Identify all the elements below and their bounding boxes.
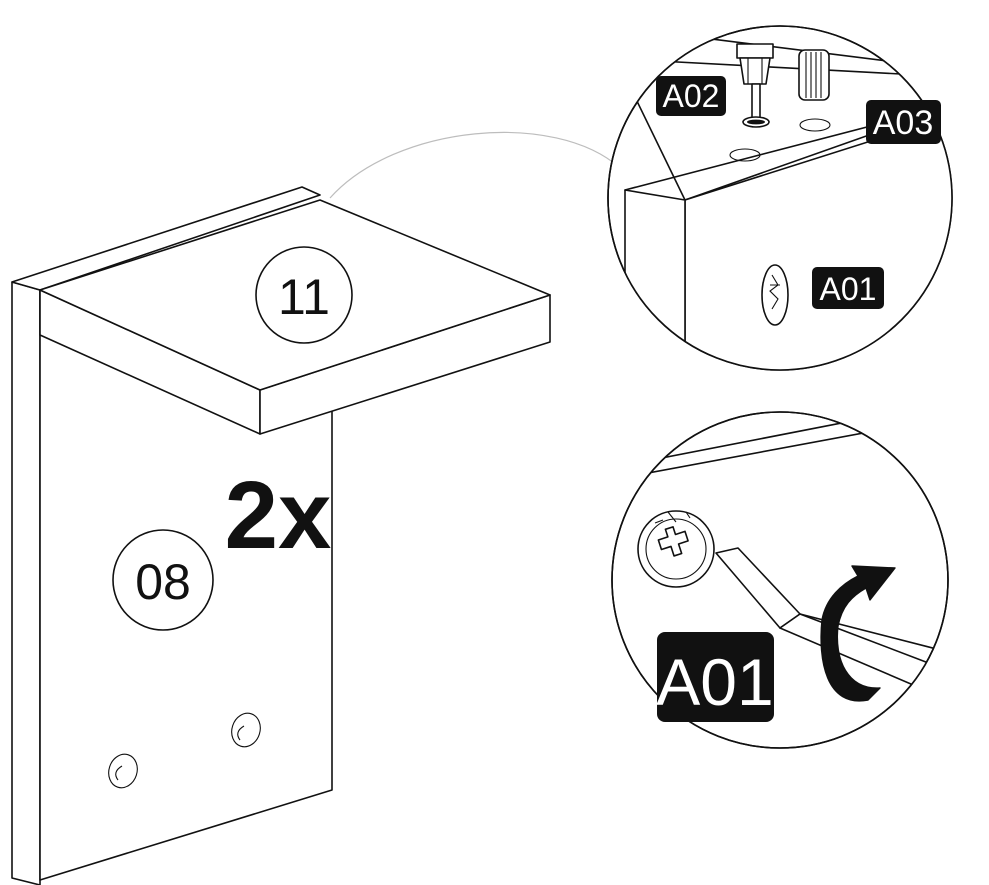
detail-view-fittings: A02 A03 A01 [607, 25, 953, 371]
dowel-icon [798, 49, 830, 101]
tag-a01-large-label: A01 [656, 645, 773, 719]
cam-lock-icon [637, 510, 715, 588]
tag-a03-label: A03 [873, 104, 934, 142]
part-number-11: 11 [255, 246, 353, 344]
tag-a01-large: A01 [656, 632, 774, 722]
part-number-08: 08 [112, 529, 214, 631]
part-number-08-label: 08 [135, 554, 191, 610]
tag-a01-small: A01 [812, 267, 884, 309]
side-panel-hole [108, 753, 138, 789]
leader-line [329, 131, 621, 199]
part-number-11-label: 11 [278, 269, 330, 325]
side-panel-hole [231, 712, 261, 748]
tag-a02-label: A02 [663, 78, 720, 114]
detail-view-tighten: A01 [611, 411, 949, 749]
tag-a02: A02 [656, 76, 726, 116]
rotate-clockwise-icon [820, 565, 896, 702]
tag-a01-small-label: A01 [820, 271, 877, 307]
cam-lock-icon [761, 264, 789, 326]
tag-a03: A03 [866, 100, 941, 144]
quantity-label: 2x [225, 462, 332, 569]
cam-bolt-icon [736, 43, 774, 128]
